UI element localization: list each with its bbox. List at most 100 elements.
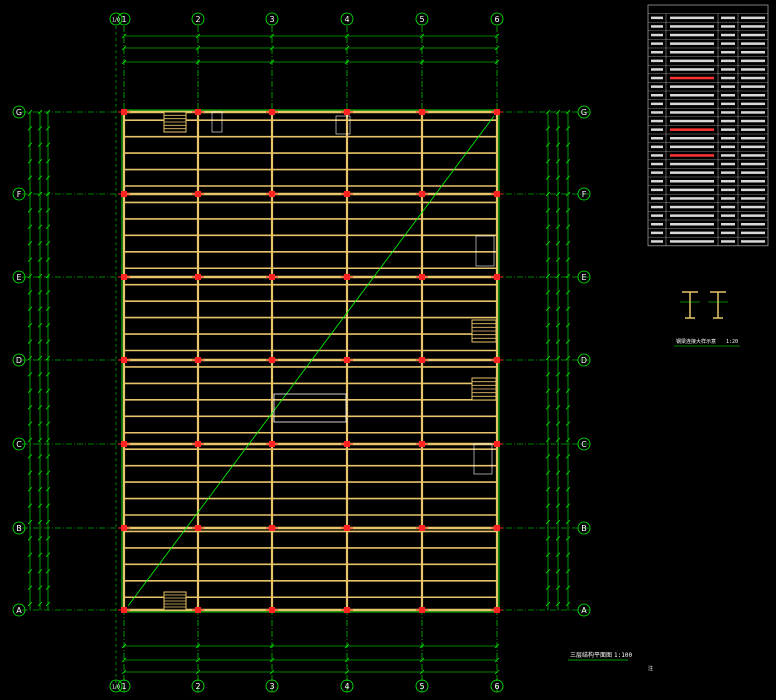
dim-tick (27, 273, 33, 279)
dim-tick (555, 388, 561, 394)
legend-spec-text (670, 51, 714, 54)
legend-spec-text (670, 205, 714, 209)
axis-bubble (577, 521, 591, 535)
dim-tick (45, 585, 51, 590)
dim-tick (37, 486, 43, 492)
legend-size-text (721, 137, 735, 140)
dim-tick (37, 470, 43, 476)
dim-tick (344, 33, 350, 39)
dim-tick (45, 388, 51, 394)
axis-bubble (265, 679, 279, 693)
dim-tick (37, 454, 43, 459)
axis-bubble-label: 1/0 (112, 18, 120, 24)
legend-note-text (741, 214, 765, 217)
dim-tick (565, 552, 571, 558)
dim-tick (27, 437, 33, 443)
dim-tick (565, 470, 571, 476)
dim-tick (45, 240, 51, 246)
axis-bubble (12, 437, 26, 451)
legend-spec-text (670, 162, 714, 166)
axis-bubble (577, 187, 591, 201)
legend-id-text (651, 137, 663, 140)
dim-tick (565, 126, 571, 131)
dim-tick (45, 503, 51, 508)
dim-tick (565, 421, 571, 426)
dim-tick (555, 585, 561, 590)
legend-spec-text (670, 214, 714, 217)
legend-note-text (741, 137, 765, 140)
legend-spec-text (670, 137, 714, 140)
axis-bubble-label: 3 (269, 15, 274, 24)
diagonal-brace (127, 115, 495, 607)
legend-size-text (721, 231, 735, 235)
shaft-opening (473, 443, 493, 475)
floor-opening (273, 393, 347, 423)
axis-bubble-label: 1/0 (112, 685, 120, 691)
legend-size-text (721, 42, 735, 45)
dim-tick (45, 470, 51, 476)
dim-tick (37, 273, 43, 279)
legend-size-text (721, 188, 735, 192)
dim-tick (565, 339, 571, 344)
axis-bubble (191, 679, 205, 693)
dim-tick (37, 372, 43, 377)
axis-bubble (577, 437, 591, 451)
dim-tick (269, 33, 275, 39)
axis-bubble (340, 679, 354, 693)
legend-id-text (651, 119, 663, 123)
dim-tick (545, 568, 551, 574)
dim-tick (565, 404, 571, 410)
dim-tick (344, 657, 350, 663)
dim-tick (45, 208, 51, 213)
dim-tick (121, 657, 127, 663)
legend-id-text (651, 223, 663, 226)
legend-spec-text (670, 25, 714, 28)
dim-tick (27, 208, 33, 213)
dim-tick (37, 290, 43, 295)
dim-tick (37, 437, 43, 443)
legend-note-text (741, 180, 765, 183)
dim-tick (545, 290, 551, 295)
dim-tick (419, 33, 425, 39)
axis-bubble (577, 105, 591, 119)
shaft-opening (475, 235, 495, 267)
axis-bubble-label: D (16, 356, 22, 365)
member-legend-table (647, 4, 769, 247)
dim-tick (555, 536, 561, 541)
dim-tick (565, 306, 571, 312)
dim-tick (37, 257, 43, 262)
dim-tick (545, 585, 551, 590)
dim-tick (545, 208, 551, 213)
legend-spec-text (670, 68, 714, 71)
axis-bubble-label: A (581, 606, 587, 615)
axis-bubble-label: C (16, 440, 22, 449)
legend-spec-text (670, 111, 714, 114)
dim-tick (555, 503, 561, 508)
legend-id-text (651, 180, 663, 183)
dim-tick (565, 437, 571, 443)
legend-spec-text (670, 223, 714, 226)
dim-tick (565, 503, 571, 508)
dim-tick (545, 454, 551, 459)
legend-id-text (651, 188, 663, 192)
dim-tick (45, 257, 51, 262)
drawing-title: 三层结构平面图 (570, 651, 612, 659)
axis-bubble-label: F (582, 190, 587, 199)
dim-tick (545, 601, 551, 607)
dim-tick (27, 404, 33, 410)
axis-bubble (490, 12, 504, 26)
legend-note-text (741, 59, 765, 63)
legend-note-text (741, 145, 765, 149)
dim-tick (45, 355, 51, 361)
dim-tick (565, 388, 571, 394)
dim-tick (565, 273, 571, 279)
axis-bubble (12, 603, 26, 617)
axis-bubble (191, 12, 205, 26)
dim-tick (27, 224, 33, 230)
axis-bubble-label: E (581, 273, 586, 282)
dim-tick (27, 519, 33, 525)
legend-id-text (651, 231, 663, 235)
dim-tick (27, 322, 33, 328)
dim-tick (545, 470, 551, 476)
axis-bubble (12, 270, 26, 284)
